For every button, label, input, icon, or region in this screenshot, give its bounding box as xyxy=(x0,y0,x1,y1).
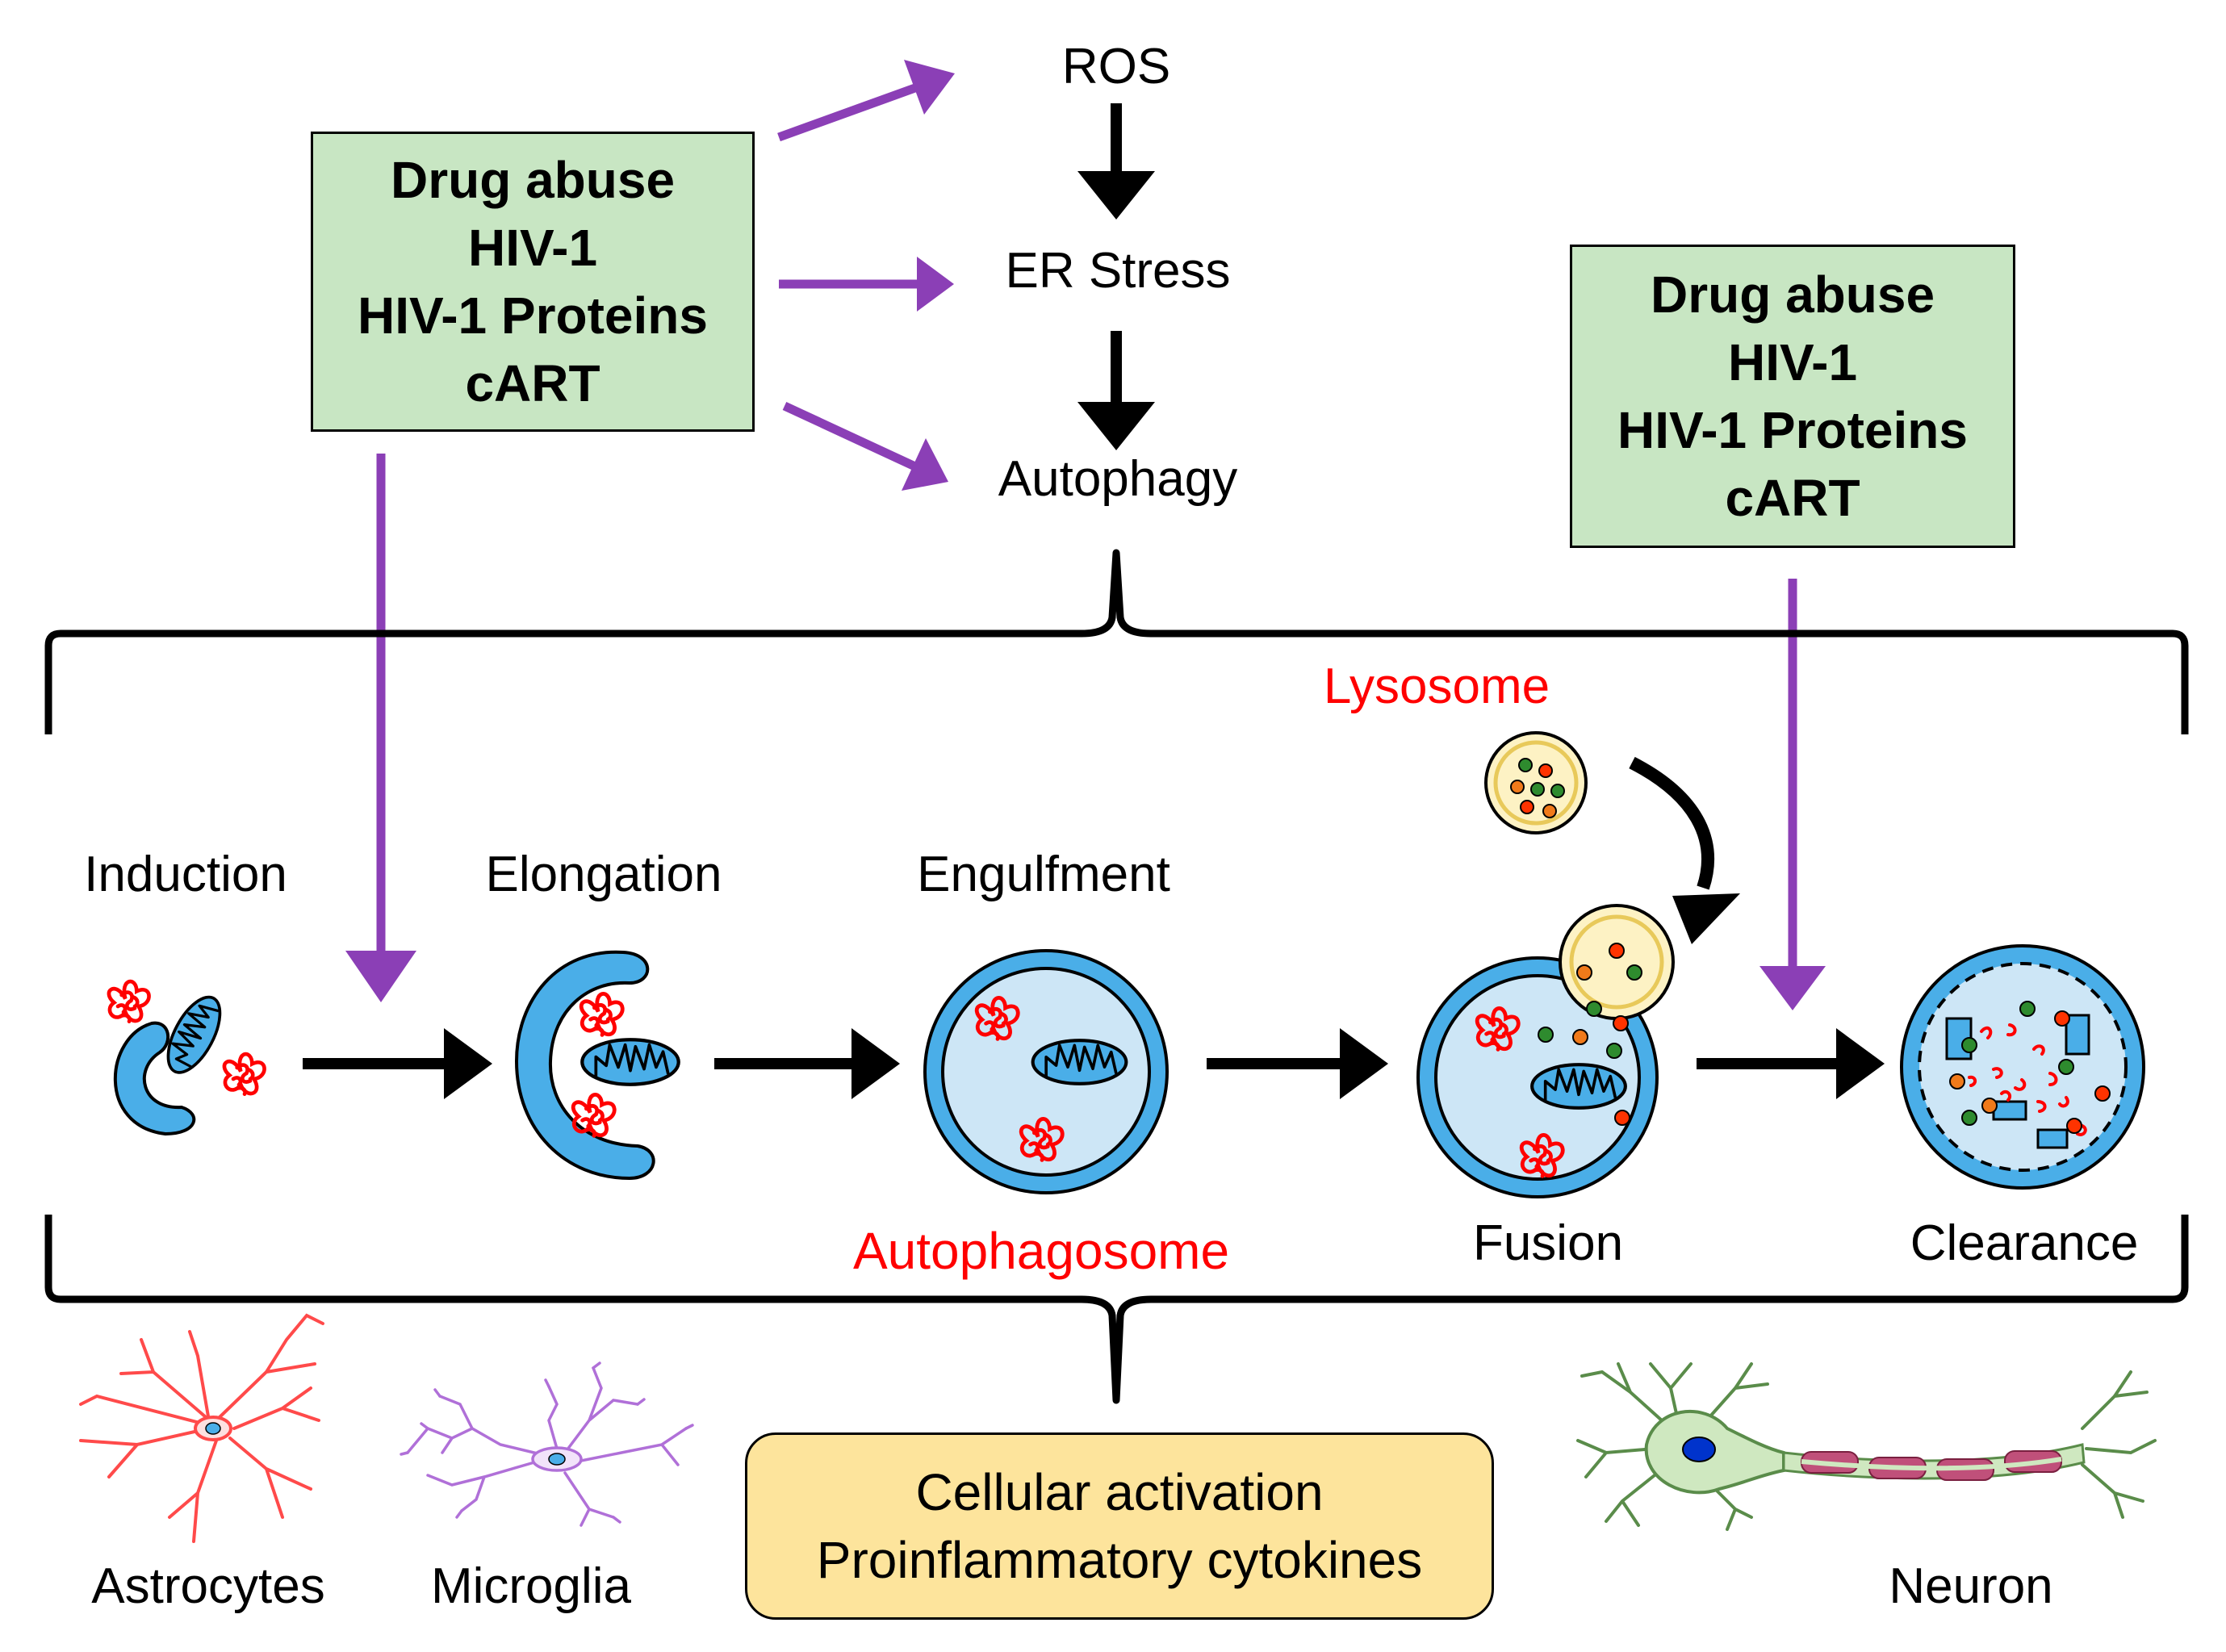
pathway-arrows xyxy=(1077,103,1155,450)
fusion-illustration xyxy=(1416,904,1675,1198)
neuron-label: Neuron xyxy=(1889,1558,2053,1614)
microglia-icon xyxy=(400,1361,694,1527)
left-box-line-2: HIV-1 xyxy=(467,219,598,277)
outcome-line-1: Cellular activation xyxy=(915,1463,1324,1521)
right-box-line-4: cART xyxy=(1725,469,1860,527)
lysosome-icon xyxy=(1484,731,1588,834)
right-factor-box: Drug abuse HIV-1 HIV-1 Proteins cART xyxy=(1570,245,2015,548)
clearance-label: Clearance xyxy=(1910,1215,2139,1271)
phagophore-icon xyxy=(113,1021,196,1136)
fusion-label: Fusion xyxy=(1472,1215,1624,1271)
phagophore-icon xyxy=(514,950,655,1181)
ros-label: ROS xyxy=(1061,39,1171,94)
autophagosome-label: Autophagosome xyxy=(852,1222,1230,1280)
elongation-illustration xyxy=(514,950,679,1181)
right-box-line-3: HIV-1 Proteins xyxy=(1617,401,1968,459)
left-factor-box: Drug abuse HIV-1 HIV-1 Proteins cART xyxy=(311,132,755,432)
induction-illustration xyxy=(109,981,265,1136)
outcome-line-2: Proinflammatory cytokines xyxy=(816,1531,1423,1589)
astrocytes-label: Astrocytes xyxy=(91,1558,325,1614)
curly-braces xyxy=(44,549,2189,1404)
left-box-line-3: HIV-1 Proteins xyxy=(358,286,708,345)
left-box-line-4: cART xyxy=(465,354,600,412)
protein-aggregate-icon xyxy=(581,993,622,1035)
right-box-line-2: HIV-1 xyxy=(1727,333,1858,391)
purple-arrows xyxy=(345,60,1826,1010)
left-box-line-1: Drug abuse xyxy=(390,151,676,209)
protein-aggregate-icon xyxy=(224,1054,265,1094)
autolysosome-icon xyxy=(1900,944,2145,1190)
microglia-label: Microglia xyxy=(430,1558,632,1614)
induction-label: Induction xyxy=(84,847,287,902)
protein-aggregate-icon xyxy=(573,1094,614,1135)
er-stress-label: ER Stress xyxy=(1005,243,1231,299)
right-box-line-1: Drug abuse xyxy=(1650,266,1935,324)
astrocyte-icon xyxy=(79,1313,324,1543)
elongation-label: Elongation xyxy=(485,847,722,902)
protein-aggregate-icon xyxy=(109,981,149,1022)
neuron-icon xyxy=(1576,1362,2157,1531)
outcome-box: Cellular activation Proinflammatory cyto… xyxy=(745,1432,1494,1620)
engulfment-label: Engulfment xyxy=(917,847,1170,902)
stage-arrows xyxy=(303,756,1885,1099)
autophagosome-icon xyxy=(923,949,1169,1194)
lysosome-label: Lysosome xyxy=(1323,659,1550,714)
mitochondrion-icon xyxy=(1532,1064,1626,1108)
autophagy-label: Autophagy xyxy=(998,451,1238,507)
mitochondrion-icon xyxy=(1033,1040,1127,1084)
mitochondrion-icon xyxy=(582,1039,678,1084)
